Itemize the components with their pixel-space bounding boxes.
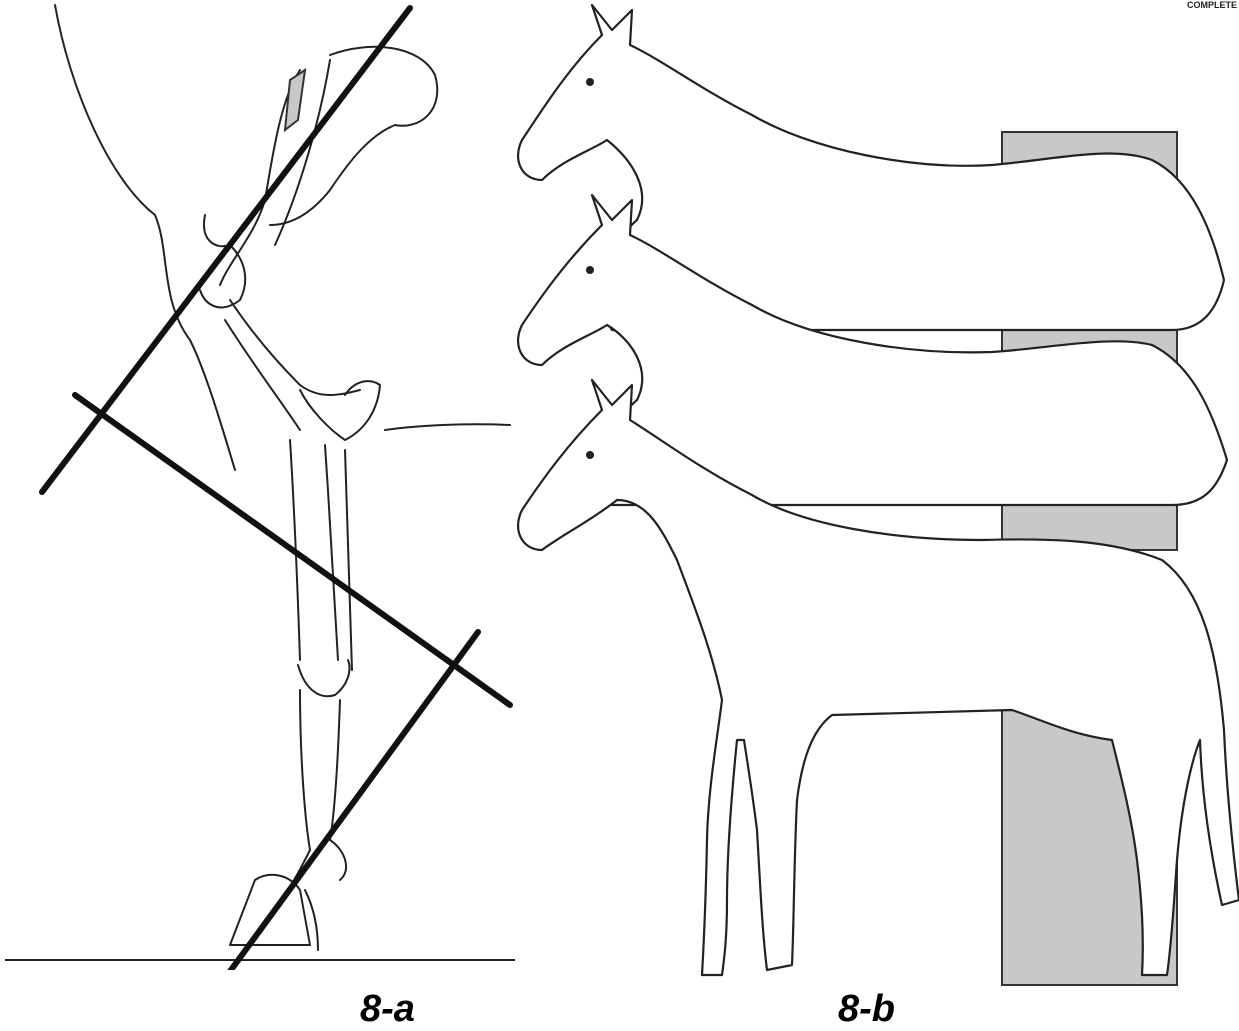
figure-8b-horse-profiles bbox=[512, 0, 1239, 990]
corner-mark: COMPLETE bbox=[1187, 0, 1237, 10]
hock-joint bbox=[300, 381, 380, 440]
belly-line bbox=[385, 424, 510, 430]
hoof bbox=[230, 875, 310, 945]
femur-shade bbox=[285, 70, 305, 130]
caption-8a: 8-a bbox=[360, 988, 415, 1031]
caption-8b: 8-b bbox=[838, 988, 895, 1031]
thigh-axis-line bbox=[42, 8, 410, 492]
tibia-bone bbox=[225, 300, 360, 430]
pelvis-bone bbox=[270, 47, 437, 225]
figure-8a-hind-limb-diagram bbox=[0, 0, 515, 970]
leg-axis-line bbox=[75, 395, 510, 705]
heel-line bbox=[305, 890, 318, 950]
pastern-axis-line bbox=[220, 632, 478, 970]
